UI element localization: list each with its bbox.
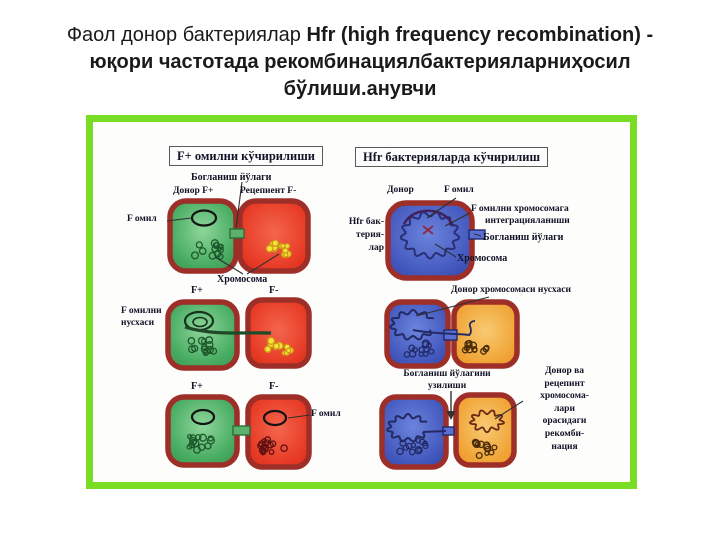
recomb-label-line3: хромосома-	[540, 391, 589, 402]
cell-donor-fplus-row3	[165, 394, 240, 468]
cell-hfr-donor-row1	[385, 200, 475, 281]
chromosome-cluster-yellow-row2	[264, 336, 294, 356]
hfr-chromosome-loop	[399, 211, 461, 260]
fminus-label-row2: F-	[269, 285, 279, 296]
transferred-fragment-tail-row2	[468, 320, 476, 336]
recomb-label-line1: Донор ва	[544, 366, 585, 376]
hfr-label-line1: Hfr бак-	[348, 217, 384, 227]
recomb-label-line4: лари	[554, 403, 575, 414]
cell-recipient-fminus-row1	[237, 198, 311, 274]
chromosome-label-right: Хромосома	[457, 253, 508, 264]
bridge-row1-left	[229, 228, 245, 239]
recipient-fminus-label: Рецепиент F-	[240, 186, 297, 196]
donor-fplus-label: Донор F+	[173, 186, 214, 196]
fplus-label-row2: F+	[191, 285, 203, 296]
f-factor-plasmid-row3-red	[262, 409, 288, 427]
f-copy-label-line1: F омилни	[121, 306, 162, 316]
bridge-row3-left	[232, 425, 251, 436]
chromosome-cluster-brown-row2	[461, 339, 490, 355]
left-panel-title: F+ омилни кўчирилиши	[169, 146, 323, 166]
f-factor-plasmid-row3-green	[190, 408, 216, 426]
f-factor-label-row3: F омил	[311, 409, 341, 419]
strand-to-broken-pilus-row3	[422, 430, 447, 433]
integration-label-line2: интеграцияланиши	[485, 216, 570, 226]
f-factor-transfer-strand-row2	[184, 325, 272, 335]
bridge-break-arrow	[446, 391, 456, 420]
hfr-label-line2: терия-	[356, 230, 384, 240]
f-factor-label-row1: F омил	[127, 214, 157, 224]
hfr-bacteria-label: Hfr бак- терия- лар	[339, 216, 384, 255]
title-line-2: юқори частотада рекомбинациялбактериялар…	[89, 51, 631, 73]
chromosome-cluster-darkred-row3	[257, 436, 288, 456]
recomb-label-line5: орасидаги	[542, 416, 587, 427]
right-panel-title: Hfr бактерияларда кўчирилиш	[355, 147, 549, 167]
donor-chromosome-copy-loop-row2	[389, 309, 435, 341]
slide-title: Фаол донор бактериялар Hfr (high frequen…	[0, 22, 720, 103]
fminus-label-row3: F-	[269, 381, 279, 392]
recomb-label-line2: рецепинт	[544, 378, 585, 389]
break-label-line1: Богланиш йўлагини	[403, 369, 491, 379]
title-line1-bold: Hfr (high frequency recombination) -	[306, 24, 654, 46]
fplus-label-row3: F+	[191, 381, 203, 392]
chromosome-label-left: Хромосома	[217, 274, 268, 285]
donor-copy-label: Донор хромосомаси нусхаси	[451, 285, 571, 295]
title-line-3: бўлиши.анувчи	[283, 78, 437, 100]
donor-label-right: Донор	[387, 185, 414, 195]
cell-recipient-fminus-row3	[245, 394, 312, 470]
f-copy-label-line2: нусхаси	[121, 318, 155, 328]
diagram-drawing	[165, 181, 524, 470]
chromosome-cluster-green-row1	[190, 239, 224, 260]
f-factor-copy-inner-row2	[192, 316, 208, 328]
integrated-f-factor-arc	[402, 209, 455, 227]
transfer-strand-row2-right	[412, 329, 471, 336]
chromosome-cluster-navy-row3	[396, 437, 429, 456]
chromosome-cluster-green-row3	[186, 433, 215, 454]
title-line-1: Фаол донор бактериялар Hfr (high frequen…	[0, 22, 720, 49]
donor-chromosome-loop-row3	[386, 413, 428, 443]
integration-label-line1: F омилни хромосомага	[471, 204, 569, 214]
bridge-label-left: Богланиш йўлаги	[191, 172, 272, 183]
hfr-label-line3: лар	[368, 243, 384, 253]
chromosome-cluster-navy-row2	[403, 339, 435, 358]
chromosome-cluster-green-row2	[187, 336, 218, 357]
label-connector-lines	[166, 181, 524, 420]
f-factor-plasmid-row1	[190, 209, 218, 227]
f-factor-label-right: F омил	[444, 185, 474, 195]
recombination-label: Донор ва рецепинт хромосома- лари орасид…	[517, 365, 612, 453]
break-label-line2: узилиши	[427, 380, 467, 391]
chromosome-cluster-yellow-row1	[265, 239, 292, 259]
recombination-chromosome-blob	[469, 409, 505, 434]
bridge-break-label: Богланиш йўлагини узилиши	[391, 369, 503, 392]
integration-cross-mark	[422, 225, 434, 235]
recomb-label-line6: рекомби-	[544, 428, 585, 439]
chromosome-cluster-brown-row3	[471, 438, 498, 460]
recomb-label-line7: нация	[551, 441, 578, 452]
conjugation-diagram: F+ омилни кўчирилиши Богланиш йўлаги Дон…	[86, 115, 637, 489]
bridge-label-right: Богланиш йўлаги	[483, 232, 564, 243]
title-line1-normal: Фаол донор бактериялар	[66, 24, 307, 46]
bridge-row2-right	[443, 329, 458, 341]
